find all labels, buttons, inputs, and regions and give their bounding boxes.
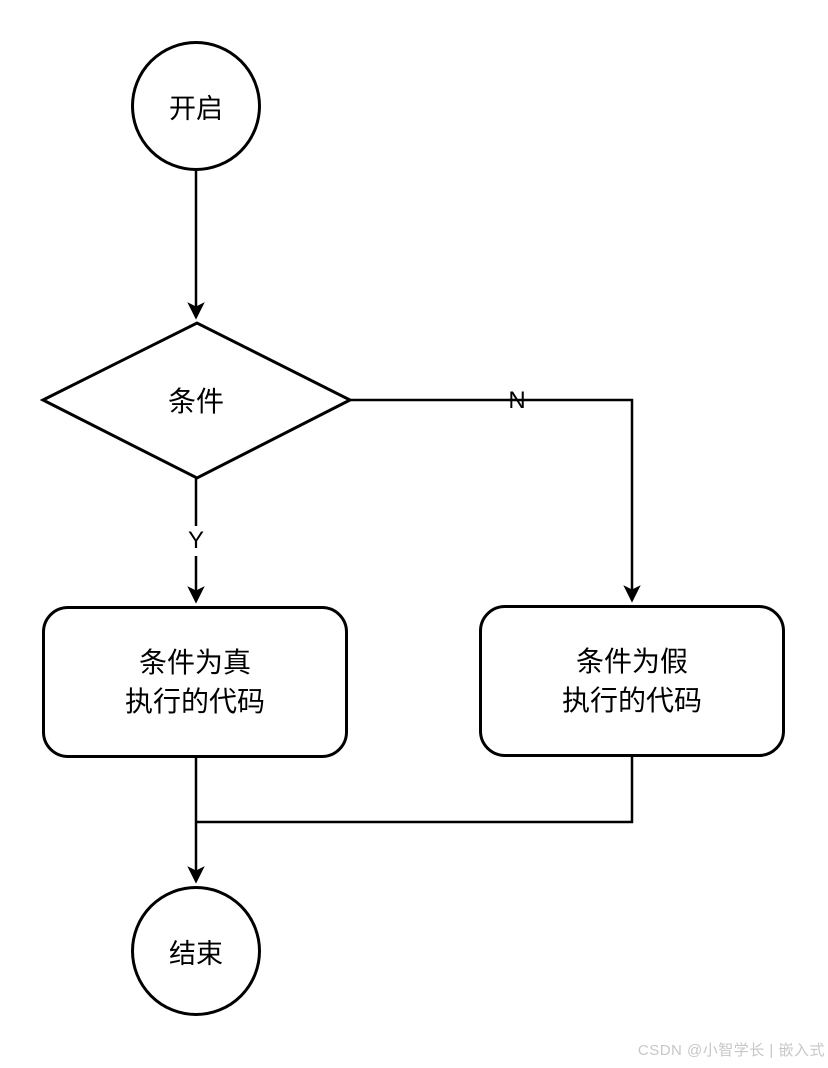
end-node-label: 结束 [169,938,223,969]
condition-node [39,321,354,480]
edge-label-yes: Y [176,526,216,556]
start-node-label: 开启 [169,93,223,124]
condition-node-label: 条件 [167,386,224,417]
true-branch-label-line2: 执行的代码 [124,686,265,717]
end-node: 结束 [131,886,261,1016]
false-branch-label-line2: 执行的代码 [561,685,702,716]
true-branch-node: 条件为真 执行的代码 [42,606,348,758]
edge-label-no: N [508,387,526,414]
edge-false-to-junction [196,757,634,824]
edge-condition-to-false [350,398,641,603]
true-branch-label-line1: 条件为真 [138,647,251,678]
false-branch-label-line1: 条件为假 [575,646,688,677]
start-node: 开启 [131,41,261,171]
false-branch-node: 条件为假 执行的代码 [479,605,785,757]
watermark: CSDN @小智学长 | 嵌入式 [637,1042,825,1059]
